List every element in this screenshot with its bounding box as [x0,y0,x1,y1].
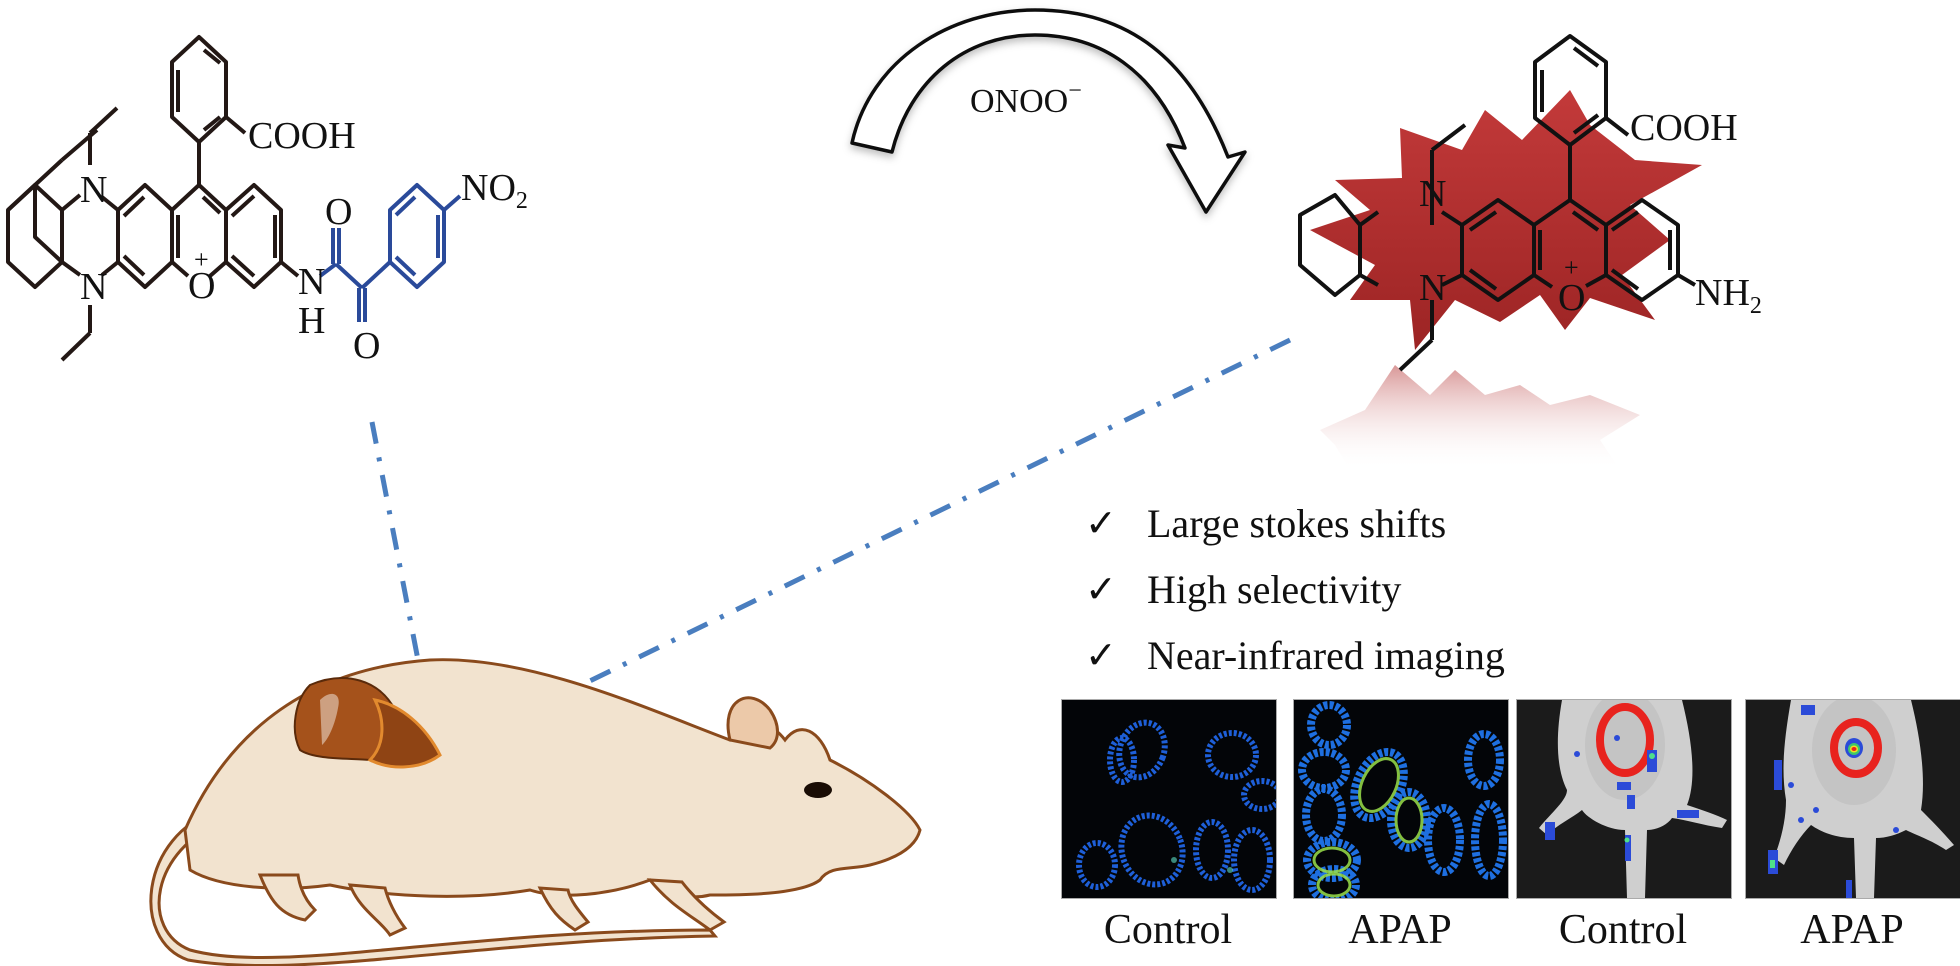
cell-image-apap-graphic [1298,701,1507,898]
feature-item: ✓ High selectivity [1085,556,1505,622]
mouse-ear [726,696,779,750]
probe-cooh-label: COOH [248,115,356,157]
product-n-bottom-label: N [1419,267,1446,309]
product-cooh-label: COOH [1630,107,1738,149]
mouse-legs [257,873,727,937]
probe-core-bonds [6,35,300,362]
checkmark-icon: ✓ [1085,567,1117,611]
probe-amide-h-label: H [298,300,325,342]
feature-text: Near-infrared imaging [1147,632,1505,678]
mouse-body [183,658,922,899]
probe-atom-labels: COOH N N O + N H O O NO2 [80,115,528,367]
cell-image-control [1061,699,1277,899]
panel-caption: APAP [1800,907,1904,953]
feature-text: High selectivity [1147,566,1402,612]
product-bonds [1298,34,1697,372]
feature-list: ✓ Large stokes shifts ✓ High selectivity… [1085,490,1505,688]
mouse-eye [804,782,832,798]
cell-image-control-graphic [1076,719,1276,893]
panel-caption: Control [1103,907,1233,953]
connector-line-probe [369,421,421,661]
fluorescence-burst [1310,90,1702,350]
probe-nitro-label: NO2 [461,167,528,214]
probe-plus-label: + [194,245,209,274]
product-n-top-label: N [1419,173,1446,215]
panel-caption: APAP [1348,907,1452,953]
feature-text: Large stokes shifts [1147,500,1447,546]
probe-n-top-label: N [80,169,107,211]
mouse-image-control [1516,699,1732,899]
product-structure: COOH N N O + NH2 [1298,34,1762,470]
cell-image-apap [1293,699,1509,899]
recognition-group-bonds [318,183,462,322]
probe-oxonium-label: O [188,265,215,307]
curved-arrow-icon [850,8,1247,214]
product-plus-label: + [1564,253,1579,282]
reagent-label: ONOO− [970,78,1082,120]
roi-circle [1596,703,1654,777]
probe-carbonyl-o2-label: O [353,325,380,367]
feature-item: ✓ Large stokes shifts [1085,490,1505,556]
mouse-image-control-graphic [1539,700,1727,898]
mouse-image-apap-graphic [1768,700,1954,898]
roi-circle [1830,718,1882,778]
connector-line-product [518,337,1292,718]
checkmark-icon: ✓ [1085,633,1117,677]
product-amine-label: NH2 [1695,272,1762,319]
reaction-arrow: ONOO− [850,8,1247,214]
panel-caption: Control [1558,907,1688,953]
product-atom-labels: COOH N N O + NH2 [1419,107,1762,319]
probe-carbonyl-o1-label: O [325,191,352,233]
product-oxonium-label: O [1558,277,1585,319]
checkmark-icon: ✓ [1085,501,1117,545]
probe-amide-n-label: N [298,261,325,303]
probe-n-bottom-label: N [80,266,107,308]
feature-item: ✓ Near-infrared imaging [1085,622,1505,688]
burst-reflection [1320,365,1640,470]
mouse-image-apap [1745,699,1960,899]
probe-structure: COOH N N O + N H O O NO2 [6,35,528,367]
mouse-illustration [149,658,922,966]
liver-icon [293,677,442,769]
